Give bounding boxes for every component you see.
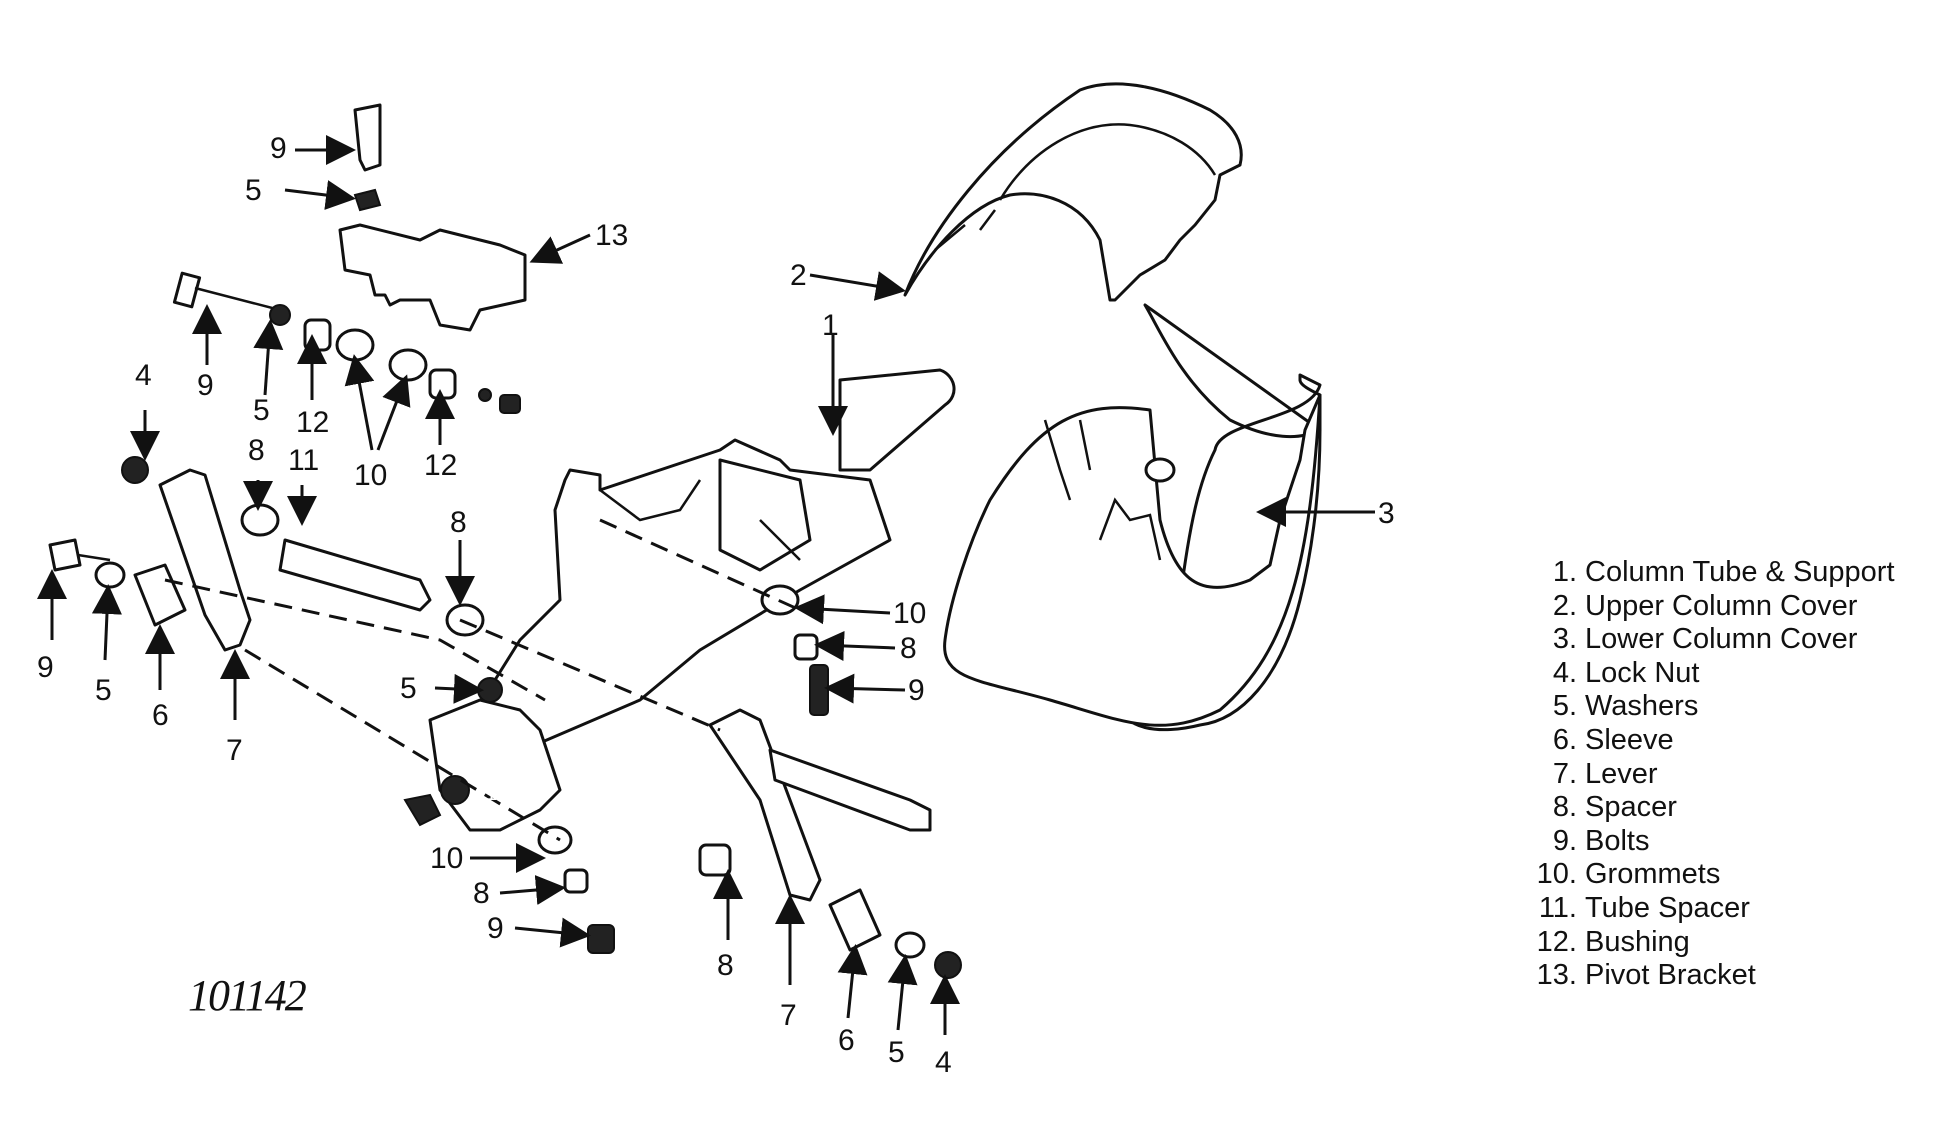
callout-2: 2 xyxy=(790,259,807,292)
legend-number: 12. xyxy=(1536,925,1577,958)
legend-number: 5. xyxy=(1552,690,1577,723)
legend-item: 10.Grommets xyxy=(1535,858,1895,892)
legend-number: 13. xyxy=(1536,959,1577,992)
legend-label: Tube Spacer xyxy=(1585,891,1750,924)
legend-item: 4.Lock Nut xyxy=(1535,657,1895,691)
callout-8-right: 8 xyxy=(900,632,917,665)
callout-7-left: 7 xyxy=(226,734,243,767)
legend-number: 8. xyxy=(1552,791,1577,824)
legend-item: 5.Washers xyxy=(1535,690,1895,724)
callout-numbers: 9 5 13 2 1 3 9 5 12 10 12 4 8 11 8 9 5 6… xyxy=(37,132,1395,1079)
alignment-lines xyxy=(164,518,801,842)
legend-item: 6.Sleeve xyxy=(1535,724,1895,758)
callout-5-center: 5 xyxy=(400,672,417,705)
upper-column-cover xyxy=(903,82,1243,302)
legend-item: 1.Column Tube & Support xyxy=(1535,556,1895,590)
legend-label: Sleeve xyxy=(1585,723,1674,756)
callout-5-mid: 5 xyxy=(253,394,270,427)
callout-12-left: 12 xyxy=(296,406,329,439)
callout-9-lower: 9 xyxy=(487,912,504,945)
legend-label: Spacer xyxy=(1585,791,1677,824)
callout-10-lower: 10 xyxy=(430,842,463,875)
legend-number: 2. xyxy=(1552,589,1577,622)
legend-label: Bushing xyxy=(1585,925,1690,958)
legend-number: 6. xyxy=(1552,723,1577,756)
legend-label: Grommets xyxy=(1585,858,1721,891)
legend-number: 1. xyxy=(1552,556,1577,588)
callout-7-bottom: 7 xyxy=(780,999,797,1032)
right-grommet-spacer-bolt xyxy=(760,584,829,716)
parts-legend: 1.Column Tube & Support 2.Upper Column C… xyxy=(1535,556,1895,993)
legend-number: 9. xyxy=(1552,824,1577,857)
callout-13-lower: 13 xyxy=(485,780,509,805)
legend-label: Washers xyxy=(1585,690,1699,723)
callout-1: 1 xyxy=(822,309,839,342)
right-lever-assembly xyxy=(698,708,962,979)
legend-item: 12.Bushing xyxy=(1535,926,1895,960)
left-lever-assembly xyxy=(48,456,485,652)
legend-item: 3.Lower Column Cover xyxy=(1535,623,1895,657)
legend-item: 9.Bolts xyxy=(1535,825,1895,859)
callout-9-right: 9 xyxy=(908,674,925,707)
callout-5-top: 5 xyxy=(245,174,262,207)
callout-8-bottom: 8 xyxy=(717,949,734,982)
callout-5-bottom: 5 xyxy=(888,1036,905,1069)
legend-item: 8.Spacer xyxy=(1535,791,1895,825)
legend-number: 4. xyxy=(1552,656,1577,689)
callout-11: 11 xyxy=(288,444,319,477)
callout-8-mid: 8 xyxy=(450,506,467,539)
legend-label: Lock Nut xyxy=(1585,656,1700,689)
callout-3: 3 xyxy=(1378,497,1395,530)
callout-4-left: 4 xyxy=(135,359,152,392)
callout-10-top: 10 xyxy=(354,459,387,492)
callout-leaders xyxy=(37,135,1375,1035)
legend-label: Column Tube & Support xyxy=(1585,556,1895,588)
callout-9-top: 9 xyxy=(270,132,287,165)
callout-12-right: 12 xyxy=(424,449,457,482)
callout-9-left: 9 xyxy=(37,651,54,684)
callout-13-top: 13 xyxy=(595,219,628,252)
legend-number: 3. xyxy=(1552,623,1577,656)
legend-number: 7. xyxy=(1552,757,1577,790)
callout-8-left: 8 xyxy=(248,434,265,467)
pivot-bracket-top xyxy=(338,103,527,332)
legend-label: Bolts xyxy=(1585,824,1650,857)
figure-id: 101142 xyxy=(188,971,307,1020)
legend-item: 13.Pivot Bracket xyxy=(1535,959,1895,993)
callout-8-lower: 8 xyxy=(473,877,490,910)
pivot-bracket-lower xyxy=(403,677,615,954)
legend-number: 10. xyxy=(1536,858,1577,891)
legend-item: 7.Lever xyxy=(1535,758,1895,792)
callout-4-bottom: 4 xyxy=(935,1046,952,1079)
callout-6-bottom: 6 xyxy=(838,1024,855,1057)
callout-6-left: 6 xyxy=(152,699,169,732)
callout-10-right: 10 xyxy=(893,597,926,630)
legend-number: 11. xyxy=(1538,891,1577,924)
legend-label: Upper Column Cover xyxy=(1585,589,1858,622)
callout-5-left: 5 xyxy=(95,674,112,707)
legend-label: Lower Column Cover xyxy=(1585,623,1858,656)
lower-column-cover xyxy=(943,303,1322,732)
legend-label: Pivot Bracket xyxy=(1585,959,1756,992)
legend-item: 2.Upper Column Cover xyxy=(1535,590,1895,624)
legend-label: Lever xyxy=(1585,757,1658,790)
callout-9-mid: 9 xyxy=(197,369,214,402)
column-tube-and-support xyxy=(458,368,956,762)
legend-item: 11.Tube Spacer xyxy=(1535,892,1895,926)
